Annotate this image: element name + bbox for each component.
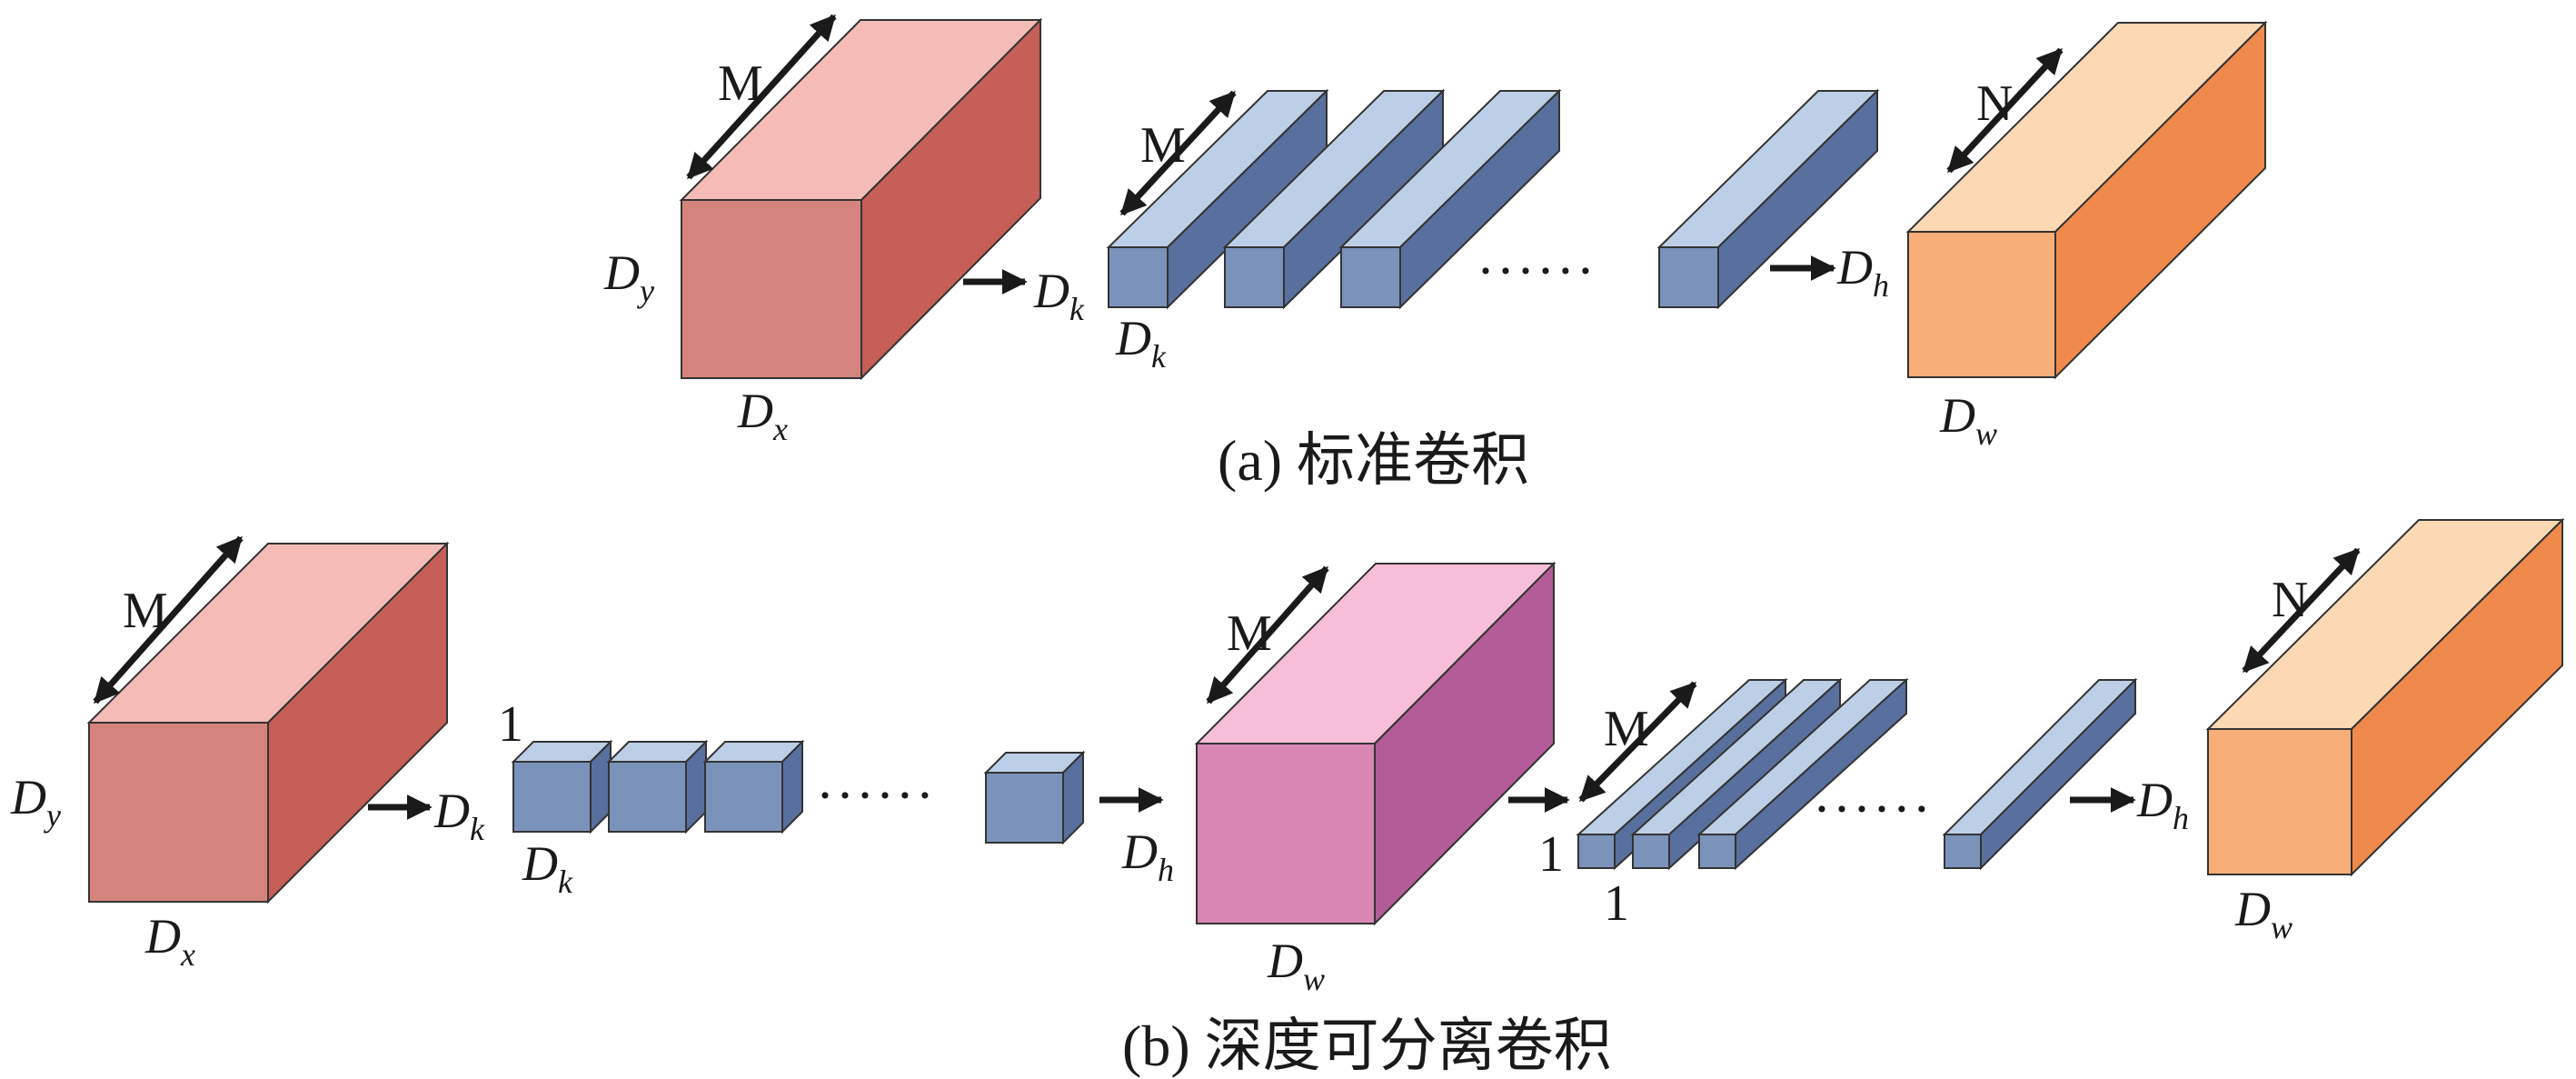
- kernel-a-2-front: [1224, 246, 1285, 308]
- pw-kernel-b-4: [1942, 677, 2138, 871]
- output-width-label-b: Dw: [2234, 882, 2293, 945]
- depth-arrow-b-mid: [1206, 565, 1329, 704]
- output-width-label-a: Dw: [1939, 388, 1997, 452]
- depth-arrow-a-kernel: [1119, 90, 1237, 216]
- input-block-a-front: [681, 199, 862, 379]
- output-height-label-b: Dh: [2136, 773, 2189, 836]
- dw-kernel-b-2: [606, 739, 709, 834]
- dw-kernel-b-1-front: [512, 761, 592, 833]
- depth-arrow-b-input: [93, 535, 244, 704]
- height-label-a-input: Dy: [603, 245, 654, 309]
- kernel-a-2: [1222, 88, 1446, 310]
- dw-kernel-b-1: [511, 739, 613, 834]
- depth-arrow-b-output: [2242, 547, 2361, 674]
- pw-kernel-b-3: [1696, 677, 1909, 871]
- output-block-a: [1905, 20, 2268, 380]
- kernel-a-3: [1338, 88, 1562, 310]
- output-height-label-a: Dh: [1836, 240, 1889, 304]
- pw-kernel-width-label-b: 1: [1604, 875, 1629, 932]
- kernel-a-4-front: [1658, 246, 1719, 308]
- dw-kernel-b-3: [702, 739, 805, 834]
- depth-arrow-a-output: [1946, 47, 2064, 174]
- mid-block-b-front: [1196, 743, 1376, 924]
- dw-kernel-b-2-front: [608, 761, 687, 833]
- dw-kernel-b-3-front: [704, 761, 783, 833]
- output-block-b-front: [2207, 728, 2352, 875]
- depth-label-a-input: M: [718, 55, 763, 112]
- height-label-b-input: Dy: [10, 770, 61, 834]
- mid-depth-label-b: M: [1227, 605, 1272, 662]
- kernel-height-label-a: Dk: [1033, 264, 1085, 327]
- caption-a: (a) 标准卷积: [1218, 428, 1529, 493]
- pw-kernel-b-4-top: [1942, 679, 2138, 835]
- kernel-a-1-front: [1108, 246, 1169, 308]
- dw-kernel-height-label-b: Dk: [433, 784, 485, 847]
- pw-kernel-b-4-front: [1944, 834, 1982, 869]
- output-depth-label-b: N: [2272, 572, 2308, 628]
- mid-width-label-b: Dw: [1267, 934, 1325, 997]
- pw-kernel-b-3-front: [1698, 834, 1736, 869]
- output-block-a-front: [1907, 231, 2056, 378]
- depth-arrow-b-pw: [1578, 681, 1697, 803]
- caption-b: (b) 深度可分离卷积: [1122, 1014, 1612, 1078]
- depth-label-b-input: M: [123, 583, 168, 639]
- width-label-a-input: Dx: [737, 384, 788, 447]
- panel-a: M Dy Dx Dk ······ M Dk Dh: [603, 14, 2268, 493]
- pw-kernel-b-1-front: [1577, 834, 1616, 869]
- pw-kernel-b-2-front: [1632, 834, 1670, 869]
- kernel-depth-label-a: M: [1140, 117, 1186, 174]
- dots-b-2: ······: [1813, 779, 1933, 839]
- dw-kernel-b-4: [983, 750, 1086, 845]
- pw-kernel-height-label-b: 1: [1538, 826, 1564, 883]
- input-block-b-front: [88, 722, 269, 903]
- output-depth-label-a: N: [1976, 75, 2013, 132]
- pw-kernel-depth-label-b: M: [1604, 701, 1649, 757]
- kernel-width-label-a: Dk: [1115, 311, 1167, 375]
- mid-height-label-b: Dh: [1121, 824, 1174, 888]
- output-block-b: [2205, 517, 2565, 877]
- dw-kernel-b-4-front: [985, 772, 1064, 844]
- dots-a: ······: [1477, 241, 1596, 301]
- dw-kernel-width-label-b: Dk: [522, 836, 573, 900]
- kernel-a-4: [1656, 88, 1880, 310]
- width-label-b-input: Dx: [144, 909, 195, 973]
- dw-kernel-depth-label-b: 1: [498, 696, 523, 753]
- panel-b: M Dy Dx Dk 1 Dk ······ Dh: [10, 517, 2565, 1078]
- kernel-a-3-front: [1340, 246, 1401, 308]
- dots-b-1: ······: [816, 765, 936, 825]
- depth-arrow-a-input: [686, 14, 837, 180]
